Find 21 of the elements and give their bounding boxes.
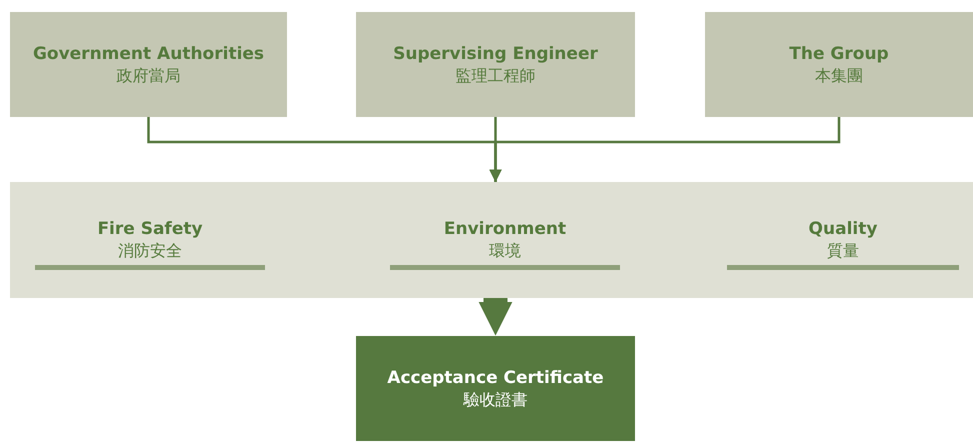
chinese-label: 驗收證書: [464, 388, 528, 410]
chinese-label: 質量: [827, 240, 859, 262]
english-label: Supervising Engineer: [393, 42, 598, 64]
english-label: Government Authorities: [32, 42, 264, 64]
arrow: [489, 117, 840, 182]
chinese-label: 環境: [489, 240, 521, 262]
chinese-label: 本集團: [815, 64, 863, 86]
chinese-label: 政府當局: [116, 64, 180, 86]
process-box: [10, 12, 287, 117]
english-label: Acceptance Certificate: [387, 366, 604, 388]
category-band: [10, 182, 973, 298]
english-label: The Group: [789, 42, 889, 64]
english-label: Fire Safety: [97, 218, 203, 240]
english-label: Quality: [808, 218, 878, 240]
english-label: Environment: [444, 218, 566, 240]
chinese-label: 監理工程師: [456, 64, 536, 86]
process-box: [705, 12, 973, 117]
result-box: [356, 336, 635, 441]
chinese-label: 消防安全: [118, 240, 182, 262]
block-arrow: [478, 298, 512, 336]
process-box: [356, 12, 635, 117]
